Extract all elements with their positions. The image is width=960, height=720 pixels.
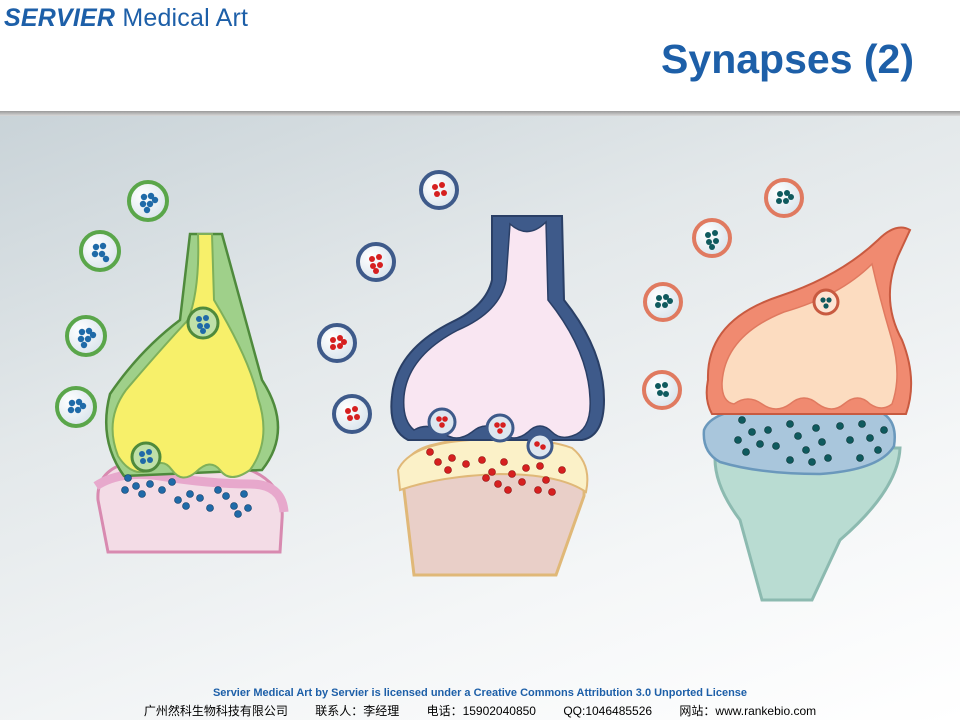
synapse-salmon xyxy=(642,178,913,602)
synapse-navy xyxy=(317,170,606,577)
docked-vesicle-bottom xyxy=(130,441,162,473)
company-name: 广州然科生物科技有限公司 xyxy=(143,704,288,718)
docked-vesicles-red xyxy=(427,407,554,460)
docked-vesicle-salmon xyxy=(812,288,840,316)
postsynaptic-cell-teal xyxy=(713,446,902,602)
servier-logo: SERVIER Medical Art xyxy=(4,4,248,33)
free-vesicles-green xyxy=(55,180,169,428)
released-neurotransmitters-blue xyxy=(121,474,252,518)
contact-person: 联系人：李经理 xyxy=(315,704,400,718)
presynaptic-terminal-yellow xyxy=(111,233,265,479)
contact-line: 广州然科生物科技有限公司 联系人：李经理 电话：15902040850 QQ:1… xyxy=(0,702,960,719)
page-title: Synapses (2) xyxy=(661,36,914,82)
synapse-green xyxy=(55,180,289,554)
logo-brand: SERVIER xyxy=(4,4,116,32)
license-text: Servier Medical Art by Servier is licens… xyxy=(212,687,748,699)
presynaptic-terminal-peach xyxy=(721,262,898,410)
logo-sub: Medical Art xyxy=(122,4,249,32)
free-vesicles-salmon xyxy=(642,178,804,410)
header-divider xyxy=(0,111,960,116)
free-vesicles-navy xyxy=(317,170,459,434)
released-neurotransmitters-teal xyxy=(734,416,888,466)
header: SERVIER Medical Art Synapses (2) xyxy=(0,0,960,112)
website-link[interactable]: 网站：www.rankebio.com xyxy=(679,704,817,718)
released-neurotransmitters-red xyxy=(426,448,566,496)
docked-vesicle-top xyxy=(186,306,220,340)
qq-number: QQ:1046485526 xyxy=(563,704,653,718)
postsynaptic-density-blue xyxy=(702,405,896,476)
phone-number: 电话：15902040850 xyxy=(426,704,536,718)
